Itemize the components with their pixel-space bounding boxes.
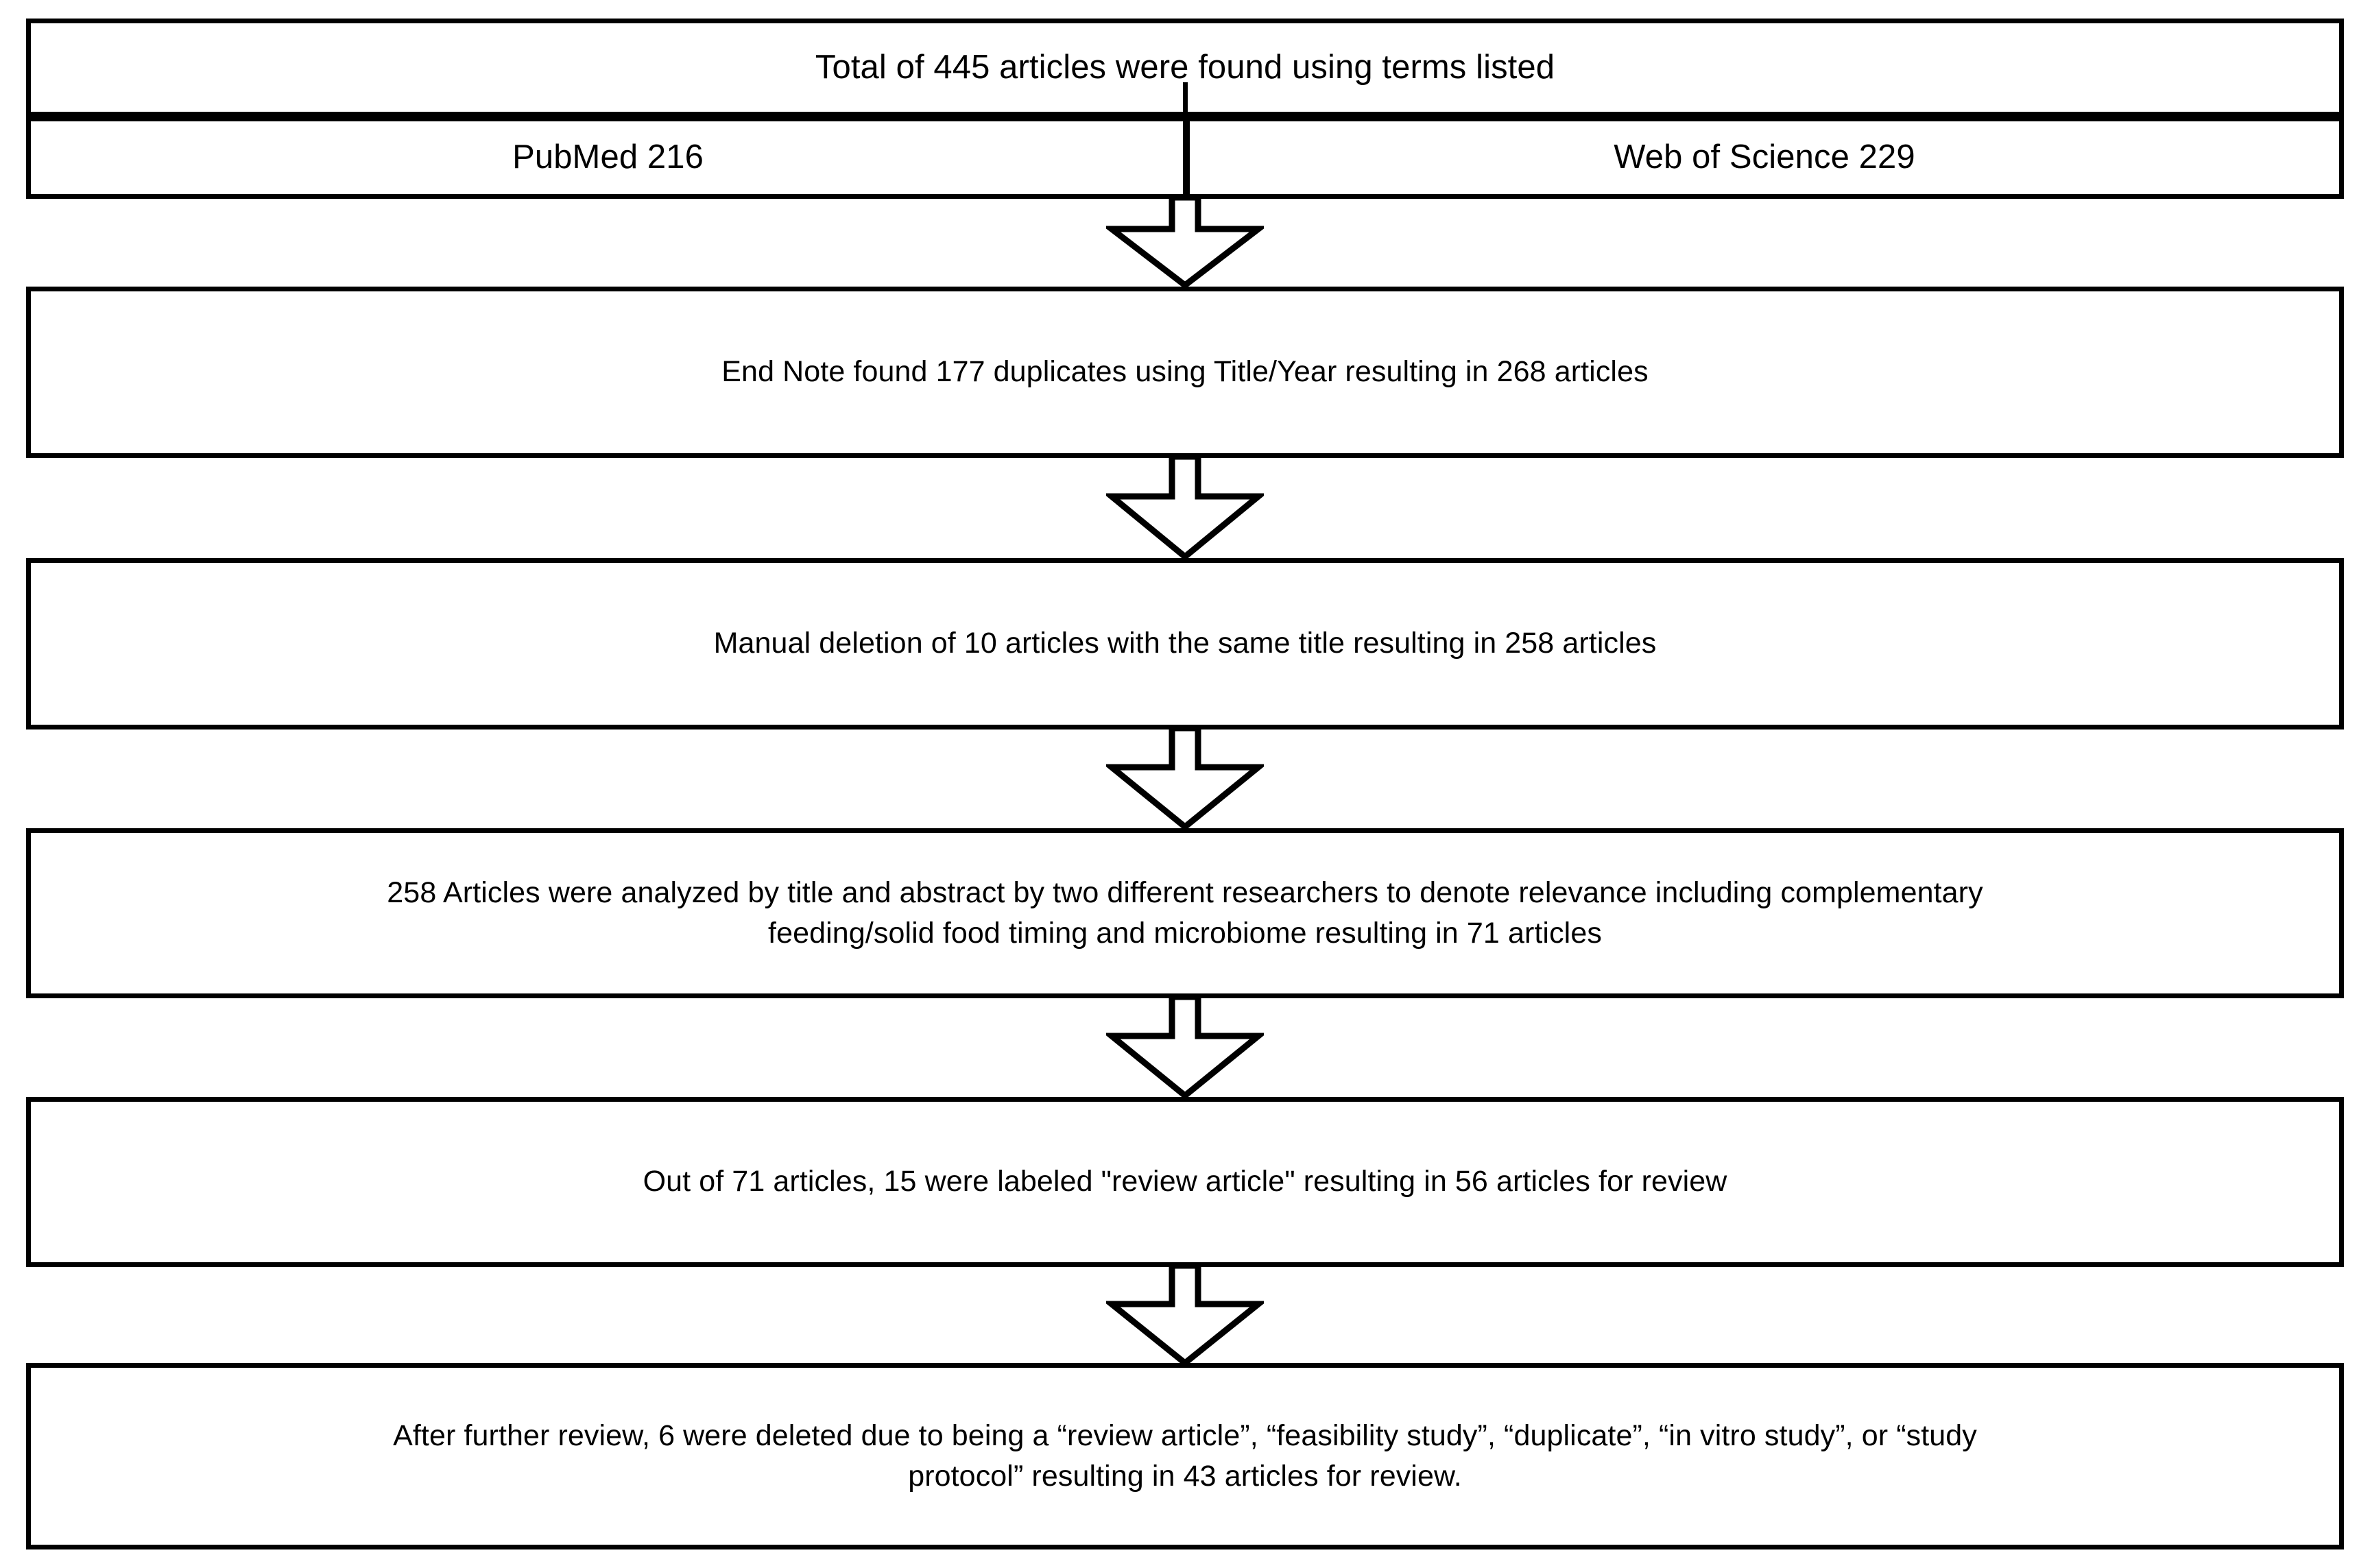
connector-sources-to-arrow-1 <box>1183 82 1188 202</box>
node-endnote-duplicates: End Note found 177 duplicates using Titl… <box>26 287 2344 458</box>
node-endnote-duplicates-label: End Note found 177 duplicates using Titl… <box>721 355 1649 389</box>
node-total-found-label: Total of 445 articles were found using t… <box>815 48 1555 86</box>
node-sources-web-of-science-label: Web of Science 229 <box>1614 138 1915 176</box>
arrow-5-down-icon <box>1106 1266 1264 1366</box>
arrow-2-down-icon <box>1106 457 1264 559</box>
node-sources-cell-pubmed: PubMed 216 <box>31 121 1185 194</box>
node-review-article-exclusion-label: Out of 71 articles, 15 were labeled "rev… <box>643 1165 1727 1198</box>
arrow-4-glyph <box>1106 997 1264 1098</box>
node-sources-pubmed-label: PubMed 216 <box>512 138 704 176</box>
arrow-1-glyph <box>1106 197 1264 288</box>
node-title-abstract-screen-label: 258 Articles were analyzed by title and … <box>387 876 1983 950</box>
arrow-3-down-icon <box>1106 728 1264 830</box>
node-review-article-exclusion: Out of 71 articles, 15 were labeled "rev… <box>26 1097 2344 1267</box>
node-manual-deletion-label: Manual deletion of 10 articles with the … <box>713 627 1657 660</box>
node-title-abstract-screen: 258 Articles were analyzed by title and … <box>26 828 2344 998</box>
arrow-3-glyph <box>1106 728 1264 830</box>
node-final-inclusion: After further review, 6 were deleted due… <box>26 1363 2344 1549</box>
node-sources-cell-web-of-science: Web of Science 229 <box>1185 121 2339 194</box>
node-manual-deletion: Manual deletion of 10 articles with the … <box>26 558 2344 729</box>
arrow-2-glyph <box>1106 457 1264 559</box>
arrow-4-down-icon <box>1106 997 1264 1098</box>
node-final-inclusion-label: After further review, 6 were deleted due… <box>393 1419 1977 1493</box>
arrow-5-glyph <box>1106 1266 1264 1366</box>
arrow-1-down-icon <box>1106 197 1264 288</box>
